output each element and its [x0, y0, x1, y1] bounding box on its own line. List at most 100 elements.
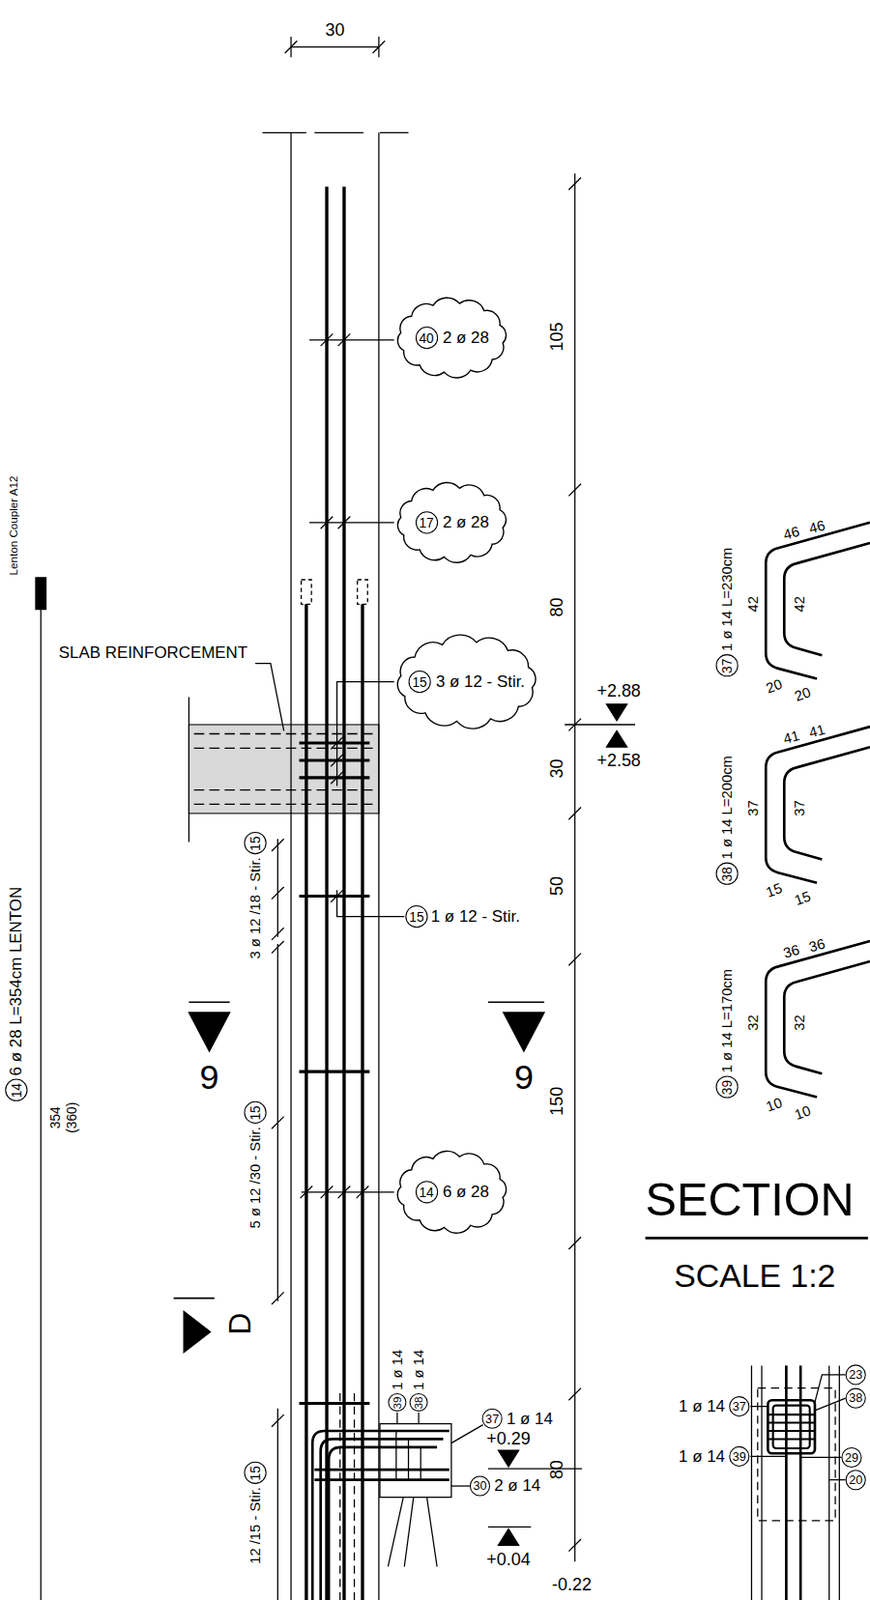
- revision-cloud: 2 ø 2817: [393, 481, 511, 566]
- callout-number: 14: [4, 1079, 28, 1102]
- callout-number: 15: [248, 836, 262, 851]
- extension-line: [377, 36, 379, 58]
- leader-line: [330, 682, 394, 787]
- callout-number: 39: [715, 1075, 738, 1099]
- column-line: [760, 1365, 762, 1600]
- stirrup-spacing: 5 ø 12 /30 - Stir.: [248, 1127, 263, 1229]
- rebar-callout: 1 ø 12 - Stir.: [431, 908, 521, 926]
- slab-bar: [194, 804, 375, 806]
- callout-number: 38: [412, 1396, 425, 1410]
- level-text: +0.04: [486, 1551, 530, 1569]
- leader-line: [451, 1485, 470, 1487]
- bar-hook: [420, 1448, 422, 1481]
- callout-number: 15: [248, 1105, 262, 1121]
- level-line: [488, 1527, 531, 1529]
- bend-dimension: 37: [745, 800, 760, 816]
- callout-number: 15: [243, 832, 266, 855]
- rebar-callout: 1 ø 14: [411, 1350, 427, 1392]
- level-marker: [606, 704, 627, 722]
- leader-line: [396, 1413, 398, 1425]
- column-line: [828, 1365, 830, 1600]
- section-cut: [188, 1002, 230, 1005]
- callout-number: 15: [407, 670, 431, 694]
- bend-dimension: 32: [792, 1015, 808, 1031]
- callout-number: 29: [844, 1451, 859, 1465]
- callout-number: 40: [414, 326, 437, 349]
- break-line: [379, 132, 409, 134]
- slab-edge: [188, 696, 190, 842]
- bend-dimension: 46: [782, 523, 802, 543]
- stirrup-spacing: 12 /15 - Stir.: [248, 1487, 263, 1566]
- dimension-text: 30: [324, 22, 345, 40]
- dimension-line: [277, 839, 279, 937]
- section-arrow: [188, 1013, 230, 1052]
- column-face: [751, 1365, 753, 1600]
- bend-dimension: 42: [745, 596, 760, 612]
- callout-number: 38: [848, 1392, 863, 1406]
- rebar: [767, 1400, 815, 1454]
- bend-dimension: 15: [792, 889, 813, 909]
- rebar-callout: 3 ø 12 - Stir.: [435, 673, 525, 691]
- slab-bar: [194, 733, 375, 735]
- leader-line: [427, 1498, 438, 1568]
- bend-dimension: 10: [763, 1095, 784, 1115]
- bar-shape: [783, 961, 870, 1074]
- section-mark: 9: [200, 1059, 220, 1095]
- section-arrow: [503, 1013, 545, 1052]
- leader-line: [255, 664, 285, 732]
- bar-hook: [395, 1431, 397, 1481]
- callout-number: 15: [248, 1466, 262, 1481]
- callout-number: 39: [720, 1079, 734, 1095]
- break-line: [314, 132, 364, 134]
- leader-line: [750, 1375, 845, 1481]
- bar-schedule: 1 ø 14 L=230cm: [720, 548, 735, 652]
- dimension-tick: [271, 839, 285, 1427]
- leader-line: [451, 1425, 484, 1445]
- callout-number: 23: [845, 1364, 867, 1386]
- title-underline: [645, 1237, 869, 1241]
- callout-number: 20: [845, 1470, 867, 1491]
- coupler: [301, 580, 313, 605]
- rebar: [324, 186, 328, 1600]
- callout-number: 15: [243, 1462, 266, 1485]
- leader-line: [309, 333, 395, 347]
- callout-number: 20: [848, 1474, 863, 1487]
- bend-dimension: 41: [807, 722, 827, 741]
- view-title: SECTION: [645, 1176, 855, 1224]
- bar-shape: [783, 543, 870, 656]
- rebar: [767, 1415, 815, 1440]
- bar-schedule: 1 ø 14 L=170cm: [720, 969, 735, 1073]
- bend-dimension: 37: [792, 800, 808, 816]
- slab-bar: [194, 748, 375, 750]
- rebar: [304, 604, 308, 1600]
- level-text: +0.29: [486, 1430, 530, 1449]
- leader-line: [330, 890, 405, 917]
- leader-line: [404, 1498, 414, 1568]
- bar-shape: [765, 726, 870, 884]
- leader-line: [300, 1186, 395, 1199]
- section-arrow: [183, 1311, 210, 1353]
- revision-cloud: 3 ø 12 - Stir.15: [393, 635, 541, 729]
- rebar: [342, 186, 346, 1600]
- rebar-callout: 6 ø 28 L=354cm LENTON: [7, 887, 25, 1077]
- cloud-outline: [397, 297, 506, 378]
- coupler: [357, 580, 369, 605]
- stirrup: [299, 895, 371, 899]
- callout-number: 38: [845, 1389, 867, 1410]
- coupler-symbol: [35, 578, 47, 610]
- bend-dimension: 42: [792, 596, 808, 612]
- note-text: Lenton Coupler A12: [8, 476, 21, 577]
- callout-number: 38: [715, 863, 738, 886]
- leader-line: [417, 1413, 419, 1425]
- level-marker: [606, 730, 627, 748]
- callout-number: 37: [720, 658, 734, 673]
- dimension-text: 105: [548, 322, 566, 352]
- rebar: [799, 1365, 803, 1600]
- stirrup: [299, 776, 371, 780]
- callout-number: 39: [728, 1447, 750, 1468]
- callout-number: 37: [482, 1409, 503, 1430]
- callout-number: 14: [418, 1186, 434, 1200]
- dimension-text: 150: [548, 1087, 566, 1117]
- bend-dimension: 41: [782, 727, 802, 747]
